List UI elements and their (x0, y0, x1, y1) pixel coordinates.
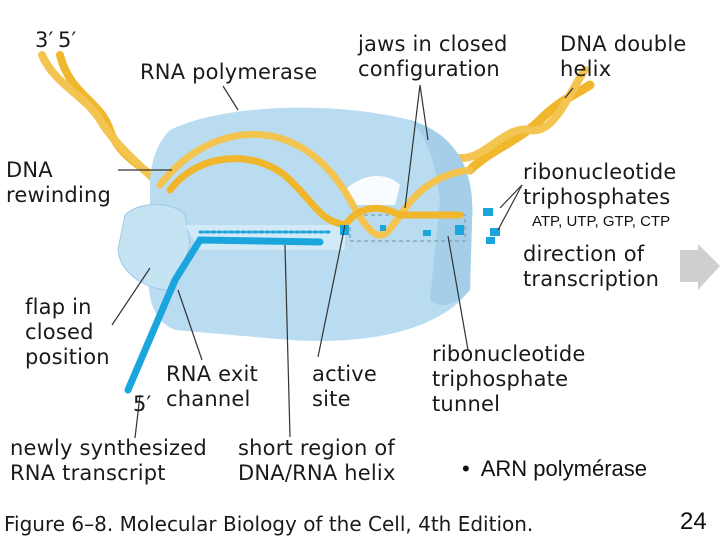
atp-utp-gtp-ctp-label: ATP, UTP, GTP, CTP (532, 213, 671, 230)
dna-rewinding-label: DNA rewinding (6, 158, 112, 207)
newly-synthesized-label: newly synthesized RNA transcript (10, 436, 207, 485)
flap-label: flap in closed position (25, 295, 110, 369)
dna-downstream-helix (456, 66, 595, 175)
direction-label: direction of transcription (523, 242, 660, 291)
bullet-text: • ARN polymérase (462, 456, 647, 481)
dna-helix-label: DNA double helix (560, 32, 687, 81)
rna-exit-label: RNA exit channel (166, 362, 258, 411)
tunnel-label: ribonucleotide triphosphate tunnel (432, 342, 586, 416)
direction-arrow (680, 244, 720, 290)
five-prime-top-label: 5′ (58, 28, 77, 52)
figure-caption: Figure 6–8. Molecular Biology of the Cel… (4, 512, 534, 536)
active-site-label: active site (312, 362, 378, 411)
rna-transcript (124, 230, 332, 394)
ribonucleotide-triphosphates-label: ribonucleotide triphosphates (523, 160, 677, 209)
rna-polymerase-label: RNA polymerase (140, 60, 318, 84)
short-region-label: short region of DNA/RNA helix (238, 436, 396, 485)
page-number: 24 (680, 508, 707, 535)
three-prime-label: 3′ (35, 28, 54, 52)
dna-through-protein (156, 130, 474, 239)
jaws-label: jaws in closed configuration (358, 32, 508, 81)
dna-upstream-strands (38, 51, 174, 194)
leader-lines (111, 84, 574, 439)
five-prime-bottom-label: 5′ (133, 392, 152, 416)
